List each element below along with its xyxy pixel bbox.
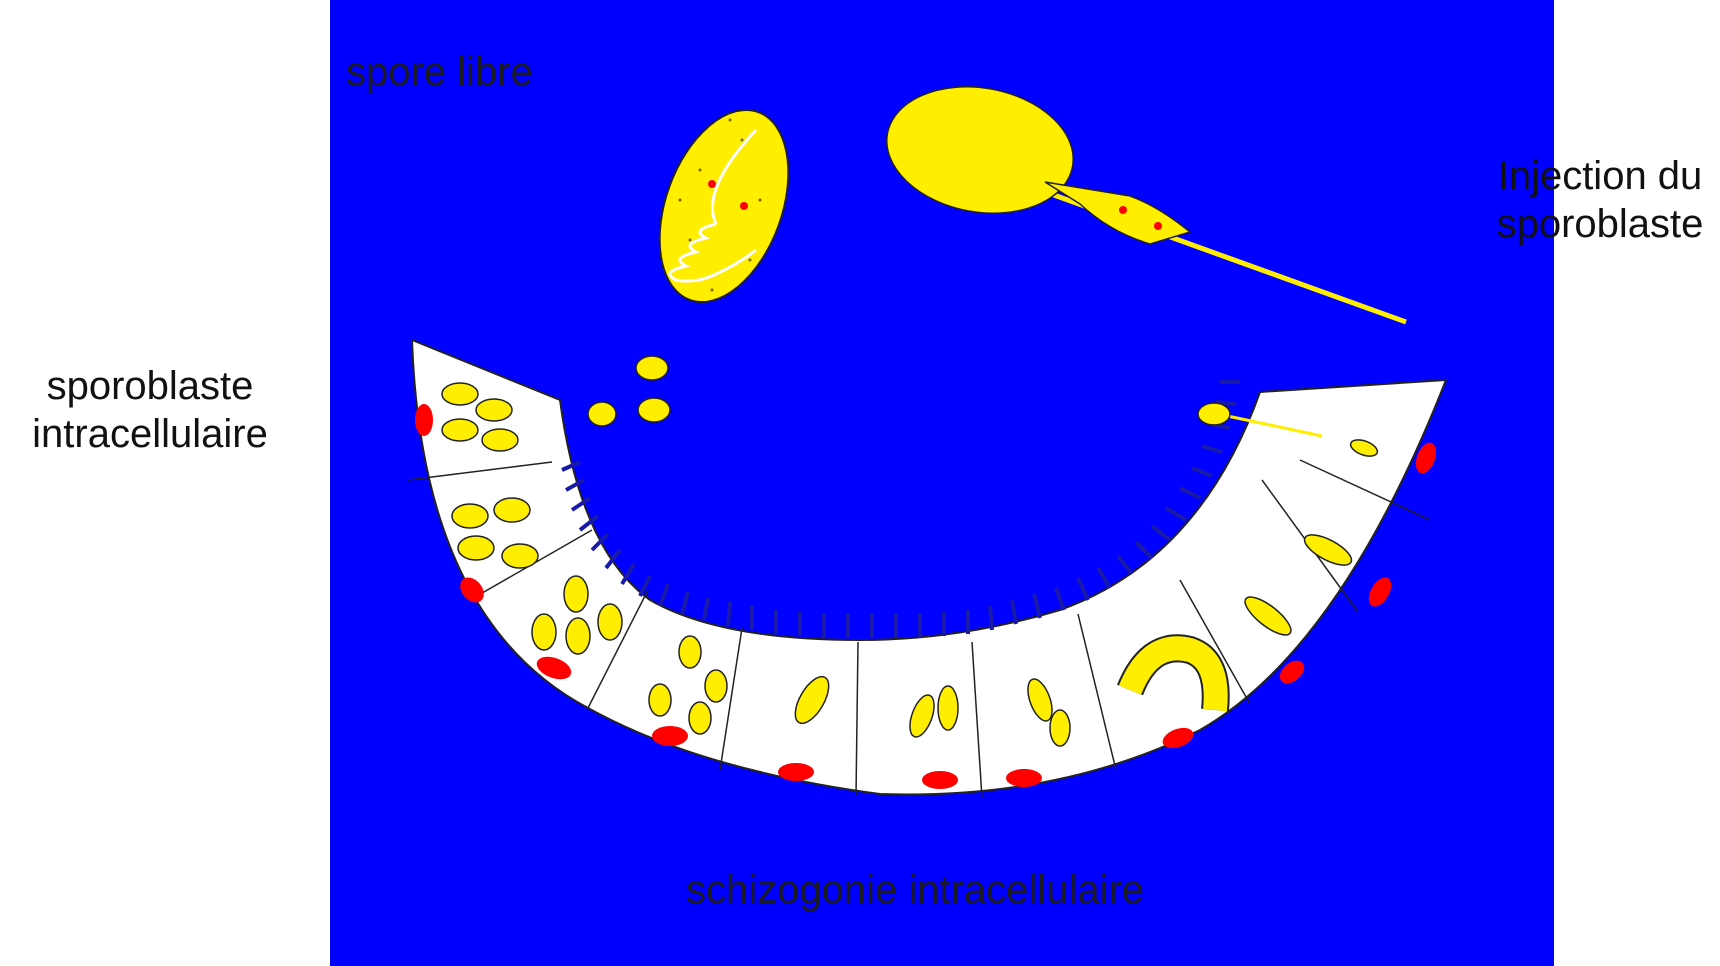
sporoplasm-nucleus (1154, 222, 1162, 230)
label-sporoblaste-line1: sporoblaste (0, 362, 300, 410)
spore-nucleus (740, 202, 748, 210)
label-spore-libre: spore libre (346, 48, 533, 96)
label-injection-line1: Injection du (1470, 152, 1720, 200)
spore-nucleus (708, 180, 716, 188)
label-sporoblaste-line2: intracellulaire (0, 410, 300, 458)
label-sporoblaste-intracellulaire: sporoblaste intracellulaire (0, 362, 300, 458)
label-injection-line2: sporoblaste (1470, 200, 1720, 248)
label-schizogonie-intracellulaire: schizogonie intracellulaire (686, 866, 1144, 914)
label-injection-sporoblaste: Injection du sporoblaste (1470, 152, 1720, 248)
sporoplasm-nucleus (1119, 206, 1127, 214)
